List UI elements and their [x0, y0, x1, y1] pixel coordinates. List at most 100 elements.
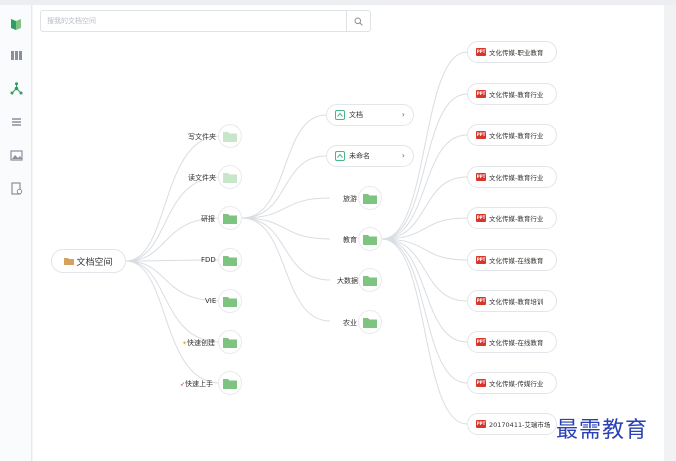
link-yanbao-3: [241, 197, 331, 219]
ppt-file-icon: PPT: [476, 379, 486, 387]
stack-icon[interactable]: [6, 112, 26, 132]
link-root-4: [125, 259, 221, 262]
folder-icon: [363, 317, 377, 328]
link-yanbao-5: [241, 217, 331, 281]
folder-node[interactable]: [218, 371, 242, 395]
document-label: 20170411-艾瑞市场: [489, 421, 551, 429]
ppt-file-icon: PPT: [476, 90, 486, 98]
scrollbar[interactable]: [664, 5, 676, 461]
folder-icon: [223, 337, 237, 348]
link-edu-9: [381, 238, 468, 384]
folder-icon: [363, 193, 377, 204]
mindmap-icon[interactable]: [6, 78, 26, 98]
folder-label: VIE: [205, 297, 217, 305]
folder-node[interactable]: [358, 268, 382, 292]
folder-label: 农业: [343, 319, 357, 327]
link-edu-7: [381, 238, 468, 302]
link-yanbao-4: [241, 217, 331, 240]
folder-icon: [223, 296, 237, 307]
link-yanbao-2: [241, 155, 327, 219]
folder-label: 旅游: [343, 195, 357, 203]
link-yanbao-1: [241, 114, 327, 219]
folder-node[interactable]: [218, 289, 242, 313]
folder-label: ✦快速创建: [182, 339, 216, 347]
link-yanbao-6: [241, 217, 331, 322]
link-root-5: [125, 260, 221, 302]
folder-node[interactable]: [358, 310, 382, 334]
rocket-icon: ➶: [180, 381, 186, 388]
folder-label: ➶快速上手: [180, 380, 214, 388]
folder-icon: [64, 258, 75, 265]
folder-node[interactable]: [218, 165, 242, 189]
folder-node[interactable]: [358, 186, 382, 210]
folder-node[interactable]: [218, 248, 242, 272]
document-label: 文化传媒-在线教育: [489, 257, 544, 265]
logo-icon[interactable]: [6, 14, 26, 34]
search-icon: [354, 17, 363, 26]
link-edu-1: [381, 51, 468, 240]
folder-label: 教育: [343, 236, 357, 244]
folder-node[interactable]: [218, 330, 242, 354]
folder-label: 读文件夹: [188, 174, 216, 182]
ppt-file-icon: PPT: [476, 48, 486, 56]
doc-label: 文档: [349, 111, 363, 119]
document-label: 文化传媒-传媒行业: [489, 380, 544, 388]
link-edu-8: [381, 238, 468, 343]
root-label: 文档空间: [76, 257, 113, 268]
image-icon[interactable]: [6, 145, 26, 165]
link-root-3: [125, 217, 221, 262]
window-top-strip: [0, 0, 676, 5]
link-root-1: [125, 135, 221, 262]
link-edu-4: [381, 176, 468, 240]
chevron-right-icon[interactable]: ›: [401, 151, 405, 160]
folder-node[interactable]: [358, 227, 382, 251]
mindmap-canvas: [33, 5, 664, 461]
document-label: 文化传媒-教育行业: [489, 132, 544, 140]
document-label: 文化传媒-教育行业: [489, 174, 544, 182]
library-icon[interactable]: [6, 45, 26, 65]
document-label: 文化传媒-教育行业: [489, 91, 544, 99]
folder-node[interactable]: [218, 124, 242, 148]
folder-node[interactable]: [218, 206, 242, 230]
folder-icon: [223, 378, 237, 389]
ppt-file-icon: PPT: [476, 214, 486, 222]
document-settings-icon[interactable]: [6, 178, 26, 198]
folder-icon: [223, 131, 237, 142]
document-label: 文化传媒-在线教育: [489, 339, 544, 347]
folder-icon: [223, 172, 237, 183]
search-input[interactable]: [47, 14, 343, 28]
doc-label: 未命名: [349, 152, 370, 160]
ppt-file-icon: PPT: [476, 256, 486, 264]
doc-icon: [335, 151, 345, 161]
folder-icon: [223, 255, 237, 266]
link-root-6: [125, 260, 221, 343]
folder-label: 大数据: [337, 277, 358, 285]
document-label: 文化传媒-职业教育: [489, 49, 544, 57]
doc-node[interactable]: 文档 ›: [326, 104, 414, 126]
link-edu-5: [381, 217, 468, 240]
doc-node[interactable]: 未命名 ›: [326, 145, 414, 167]
root-node[interactable]: 文档空间: [51, 249, 126, 273]
search-button[interactable]: [346, 11, 370, 31]
folder-icon: [363, 234, 377, 245]
document-label: 文化传媒-教育培训: [489, 298, 544, 306]
sidebar: [0, 5, 32, 461]
folder-label: FDD: [201, 256, 216, 264]
link-edu-3: [381, 134, 468, 240]
doc-icon: [335, 110, 345, 120]
folder-label: 研报: [201, 215, 215, 223]
ppt-file-icon: PPT: [476, 338, 486, 346]
chevron-right-icon[interactable]: ›: [401, 110, 405, 119]
